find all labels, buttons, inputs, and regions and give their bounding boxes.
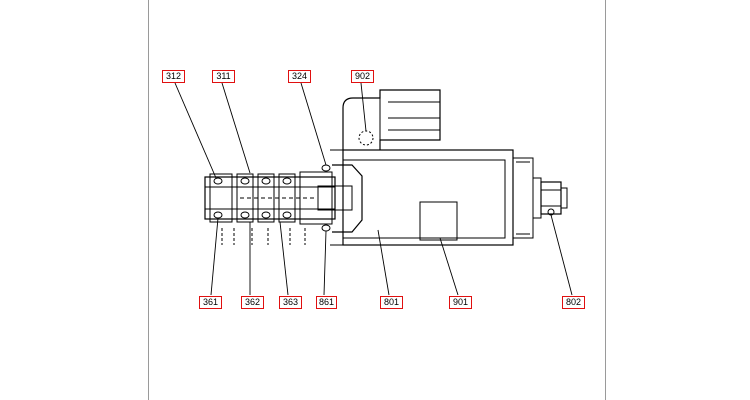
- callout-312: 312: [162, 70, 185, 83]
- callout-324: 324: [288, 70, 311, 83]
- callout-363: 363: [279, 296, 302, 309]
- leader-lines: [174, 82, 573, 296]
- callout-902: 902: [351, 70, 374, 83]
- callout-361: 361: [199, 296, 222, 309]
- end-nut: [512, 157, 568, 239]
- right-frame-line: [605, 0, 606, 400]
- hidden-pin-circle: [358, 130, 374, 146]
- spool-cartridge: [204, 164, 363, 245]
- callout-362: 362: [241, 296, 264, 309]
- callout-311: 311: [212, 70, 235, 83]
- callout-802: 802: [562, 296, 585, 309]
- nameplate: [419, 201, 458, 241]
- callout-801: 801: [380, 296, 403, 309]
- connector-housing: [342, 89, 441, 150]
- solenoid-body: [330, 149, 514, 246]
- callout-901: 901: [449, 296, 472, 309]
- left-frame-line: [148, 0, 149, 400]
- callout-861: 861: [316, 296, 337, 309]
